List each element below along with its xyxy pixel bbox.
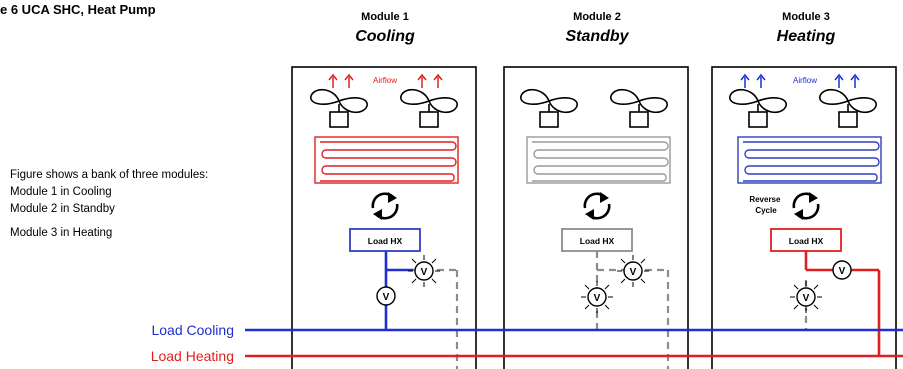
module-3-pump-label: V (803, 293, 810, 304)
description-line-3: Module 2 in Standby (10, 203, 115, 215)
module-1-airflow-arrows (328, 73, 443, 88)
module-3-airflow-label: Airflow (793, 76, 817, 85)
module-3-valve-label: V (839, 266, 846, 277)
description-line-1: Figure shows a bank of three modules: (10, 169, 208, 181)
module-3-load-hx (770, 228, 842, 252)
module-1-load-hx (349, 228, 421, 252)
module-1-coil (314, 136, 459, 184)
module-3-load-hx-label: Load HX (789, 236, 824, 246)
module-1-load-hx-label: Load HX (368, 236, 403, 246)
module-1-airflow-label: Airflow (373, 76, 397, 85)
module-2-number: Module 2 (573, 11, 621, 23)
module-2-load-hx-label: Load HX (580, 236, 615, 246)
module-1-pump-label: V (421, 267, 428, 278)
module-2-pump-label: V (630, 267, 637, 278)
module-1-valve-label: V (383, 292, 390, 303)
description-line-2: Module 1 in Cooling (10, 186, 112, 198)
module-3-reverse-label: Reverse Cycle (749, 195, 782, 215)
description-line-4: Module 3 in Heating (10, 227, 112, 239)
module-2-coil (526, 136, 671, 184)
module-1-number: Module 1 (361, 11, 409, 23)
module-3-valve-icon (832, 260, 852, 280)
module-3-mode: Heating (777, 28, 836, 45)
module-3-coil (737, 136, 882, 184)
module-2-valve-label: V (594, 293, 601, 304)
figure-title: e 6 UCA SHC, Heat Pump (0, 2, 156, 17)
load-cooling-label: Load Cooling (151, 322, 234, 338)
module-2-load-hx (561, 228, 633, 252)
load-heating-label: Load Heating (151, 348, 234, 364)
module-3-airflow-arrows (740, 73, 860, 88)
module-1-mode: Cooling (355, 28, 415, 45)
module-1-valve-icon (376, 286, 396, 306)
module-2-mode: Standby (565, 28, 629, 45)
module-3-number: Module 3 (782, 11, 830, 23)
